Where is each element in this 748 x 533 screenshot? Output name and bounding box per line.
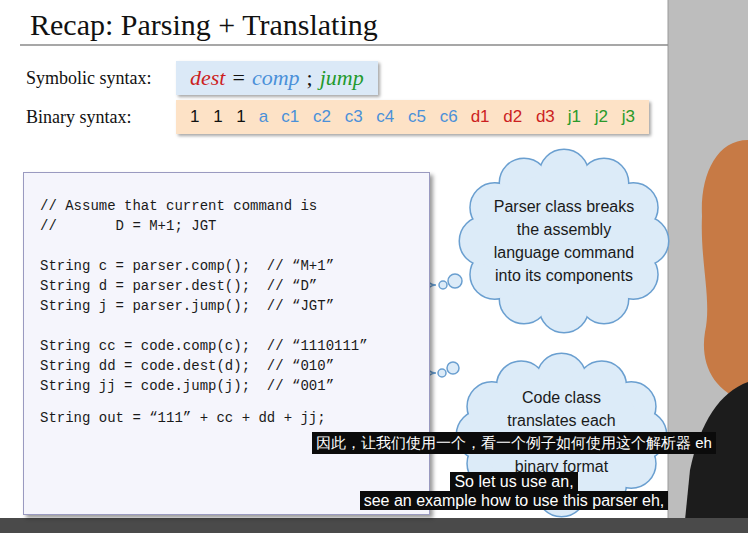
syntax-box: dest = comp; jump xyxy=(176,61,378,95)
slide-title: Recap: Parsing + Translating xyxy=(30,7,378,43)
code-box: // Assume that current command is // D = … xyxy=(23,172,430,515)
presenter-head xyxy=(702,140,748,402)
thought-bubble xyxy=(448,274,462,288)
cloud-fill xyxy=(482,172,646,310)
syntax-field: j1 j2 j3 xyxy=(568,107,635,127)
syntax-field: ; xyxy=(307,65,313,91)
syntax-field: comp xyxy=(252,65,300,91)
syntax-field: 1 1 1 xyxy=(190,107,246,127)
bottom-bar xyxy=(0,518,748,533)
thought-bubble xyxy=(438,369,446,377)
syntax-box: 1 1 1 a c1 c2 c3 c4 c5 c6 d1 d2 d3 j1 j2 j3 xyxy=(176,100,649,134)
syntax-row: Binary syntax: 1 1 1 a c1 c2 c3 c4 c5 c6 d1 … xyxy=(20,100,649,134)
code-line: String out = “111” + cc + dd + jj; xyxy=(40,409,326,427)
subtitle: 因此，让我们使用一个，看一个例子如何使用这个解析器 eh xyxy=(312,432,716,454)
code-line: // D = M+1; JGT xyxy=(40,217,216,235)
code-line: String c = parser.comp(); // “M+1” xyxy=(40,257,334,275)
code-line: String j = parser.jump(); // “JGT” xyxy=(40,297,334,315)
subtitle: see an example how to use this parser eh… xyxy=(360,491,669,510)
thought-bubble xyxy=(447,362,459,374)
row-heading: Binary syntax: xyxy=(26,100,132,134)
thought-cloud: Parser class breaks the assembly languag… xyxy=(458,148,670,334)
syntax-field: = xyxy=(232,65,244,91)
code-line: String dd = code.dest(d); // “010” xyxy=(40,357,334,375)
cloud-text: Code class translates each xyxy=(492,386,632,432)
code-line: String jj = code.jump(j); // “001” xyxy=(40,377,334,395)
cloud-shape xyxy=(458,148,670,334)
syntax-field: dest xyxy=(190,65,225,91)
syntax-field: c1 c2 c3 c4 c5 c6 xyxy=(281,107,457,127)
subtitle: So let us use an, xyxy=(450,472,577,491)
syntax-row: Symbolic syntax: dest = comp; jump xyxy=(20,61,378,95)
code-line: String cc = code.comp(c); // “1110111” xyxy=(40,337,368,355)
code-line: // Assume that current command is xyxy=(40,197,317,215)
syntax-field: jump xyxy=(320,65,364,91)
row-heading: Symbolic syntax: xyxy=(26,61,152,95)
cloud-text: Parser class breaks the assembly languag… xyxy=(488,195,640,287)
title-rule xyxy=(20,44,668,46)
thought-bubble xyxy=(439,281,447,289)
syntax-field: a xyxy=(259,107,268,127)
syntax-field: d1 d2 d3 xyxy=(471,107,555,127)
code-line: String d = parser.dest(); // “D” xyxy=(40,277,317,295)
